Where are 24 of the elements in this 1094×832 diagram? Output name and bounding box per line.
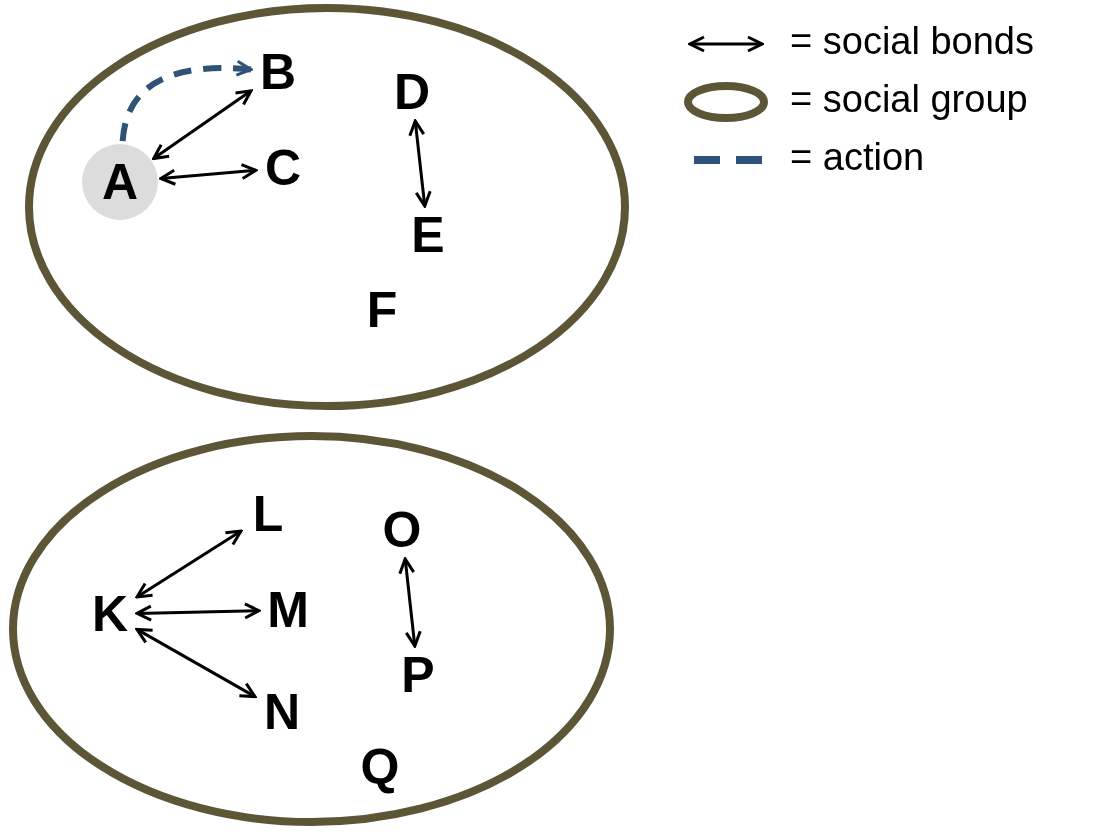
node-letter: E	[403, 208, 453, 262]
double-arrow	[159, 163, 258, 186]
double-arrow	[135, 529, 243, 599]
node-letter: C	[258, 141, 308, 195]
double-arrow	[398, 557, 422, 648]
node-letter: F	[357, 283, 407, 337]
double-arrow	[135, 627, 257, 699]
node-letter: K	[85, 587, 135, 641]
double-arrow	[408, 119, 432, 208]
node-letter: P	[393, 648, 443, 702]
double-arrow	[152, 89, 253, 161]
node-letter: O	[377, 503, 427, 557]
legend-text: = social bonds	[790, 20, 1034, 63]
node-letter: D	[387, 65, 437, 119]
node-letter: Q	[355, 740, 405, 794]
highlighted-node: A	[82, 144, 158, 220]
legend-text: = social group	[790, 78, 1028, 121]
double-arrow	[135, 602, 261, 622]
node-letter: B	[253, 45, 303, 99]
node-letter: L	[243, 487, 293, 541]
node-letter: N	[257, 685, 307, 739]
arrow	[119, 60, 253, 142]
node-letter: M	[261, 583, 315, 637]
legend-text: = action	[790, 136, 925, 179]
